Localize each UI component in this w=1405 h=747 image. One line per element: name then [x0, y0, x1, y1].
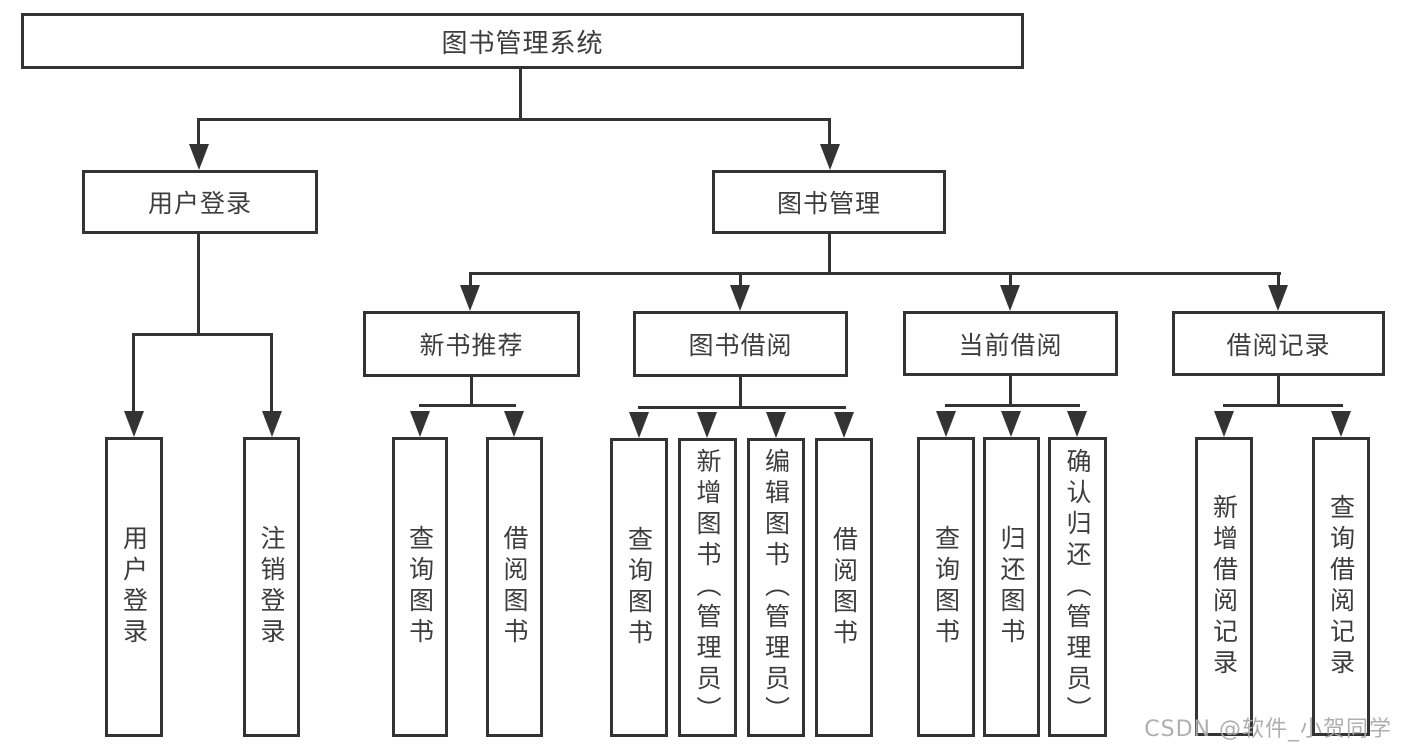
connector-line: [1277, 274, 1280, 287]
arrowhead-down-icon: [410, 411, 430, 437]
arrowhead-down-icon: [820, 144, 840, 170]
leaf-query-books-borrowing: 查询图书: [610, 438, 668, 737]
leaf-label: 编辑图书（管理员）: [761, 448, 791, 727]
leaf-label: 确认归还（管理员）: [1063, 447, 1092, 727]
connector-line: [638, 406, 846, 409]
leaf-user-login: 用户登录: [105, 437, 163, 737]
arrowhead-down-icon: [1067, 411, 1087, 437]
leaf-label: 查询图书: [931, 525, 961, 649]
node-library-management-system: 图书管理系统: [21, 13, 1024, 69]
connector-line: [828, 120, 831, 146]
arrowhead-down-icon: [834, 412, 854, 438]
arrowhead-down-icon: [697, 412, 717, 438]
leaf-add-book-admin: 新增图书（管理员）: [678, 438, 737, 737]
connector-line: [469, 272, 1281, 275]
connector-line: [470, 376, 473, 406]
connector-line: [197, 233, 200, 335]
leaf-label: 借阅图书: [829, 525, 859, 650]
csdn-watermark: CSDN @软件_小贺同学: [1144, 717, 1392, 742]
node-borrowing-records: 借阅记录: [1172, 311, 1385, 376]
arrowhead-down-icon: [1001, 411, 1021, 437]
leaf-query-books-recommend: 查询图书: [392, 437, 448, 737]
node-label: 借阅记录: [1226, 330, 1331, 360]
leaf-label: 查询图书: [405, 525, 435, 649]
connector-line: [945, 404, 1080, 407]
node-label: 图书管理系统: [441, 28, 604, 59]
connector-line: [739, 376, 742, 408]
connector-line: [1009, 375, 1012, 406]
connector-line: [132, 335, 135, 413]
leaf-label: 新增图书（管理员）: [693, 448, 722, 727]
leaf-query-borrow-record: 查询借阅记录: [1312, 437, 1370, 736]
node-label: 图书借阅: [688, 331, 793, 360]
connector-line: [1223, 404, 1343, 407]
arrowhead-down-icon: [504, 411, 524, 437]
leaf-query-books-current: 查询图书: [917, 437, 975, 737]
arrowhead-down-icon: [460, 285, 480, 311]
connector-line: [828, 233, 831, 274]
connector-line: [197, 120, 200, 146]
arrowhead-down-icon: [936, 411, 956, 437]
arrowhead-down-icon: [1268, 285, 1288, 311]
connector-line: [270, 335, 273, 413]
node-new-book-recommendation: 新书推荐: [363, 311, 580, 377]
connector-line: [197, 118, 831, 121]
arrowhead-down-icon: [1000, 285, 1020, 311]
arrowhead-down-icon: [124, 411, 144, 437]
node-current-borrowing: 当前借阅: [903, 311, 1118, 376]
arrowhead-down-icon: [730, 285, 750, 311]
node-user-login: 用户登录: [82, 170, 318, 234]
arrowhead-down-icon: [766, 412, 786, 438]
leaf-logout: 注销登录: [243, 437, 300, 737]
leaf-label: 查询图书: [624, 525, 654, 650]
node-label: 新书推荐: [419, 331, 524, 360]
leaf-borrow-books-recommend: 借阅图书: [486, 437, 543, 737]
leaf-return-book: 归还图书: [983, 437, 1040, 737]
leaf-edit-book-admin: 编辑图书（管理员）: [747, 438, 805, 737]
leaf-confirm-return-admin: 确认归还（管理员）: [1048, 437, 1107, 737]
leaf-label: 借阅图书: [500, 525, 529, 649]
connector-line: [1009, 274, 1012, 287]
node-book-borrowing: 图书借阅: [633, 311, 848, 377]
arrowhead-down-icon: [1331, 411, 1351, 437]
leaf-add-borrow-record: 新增借阅记录: [1195, 437, 1253, 736]
node-label: 用户登录: [147, 189, 252, 218]
node-label: 图书管理: [776, 189, 881, 218]
leaf-label: 用户登录: [119, 525, 149, 649]
connector-line: [419, 404, 516, 407]
leaf-label: 查询借阅记录: [1326, 493, 1356, 680]
node-label: 当前借阅: [958, 330, 1063, 360]
arrowhead-down-icon: [189, 144, 209, 170]
leaf-label: 注销登录: [257, 525, 286, 649]
leaf-borrow-books-borrowing: 借阅图书: [815, 438, 873, 737]
arrowhead-down-icon: [629, 412, 649, 438]
connector-line: [519, 68, 522, 120]
arrowhead-down-icon: [1214, 411, 1234, 437]
leaf-label: 新增借阅记录: [1209, 493, 1239, 680]
connector-line: [1277, 375, 1280, 406]
connector-line: [469, 274, 472, 287]
arrowhead-down-icon: [262, 411, 282, 437]
connector-line: [132, 333, 273, 336]
connector-line: [739, 274, 742, 287]
leaf-label: 归还图书: [997, 525, 1026, 649]
node-book-management: 图书管理: [712, 170, 946, 234]
